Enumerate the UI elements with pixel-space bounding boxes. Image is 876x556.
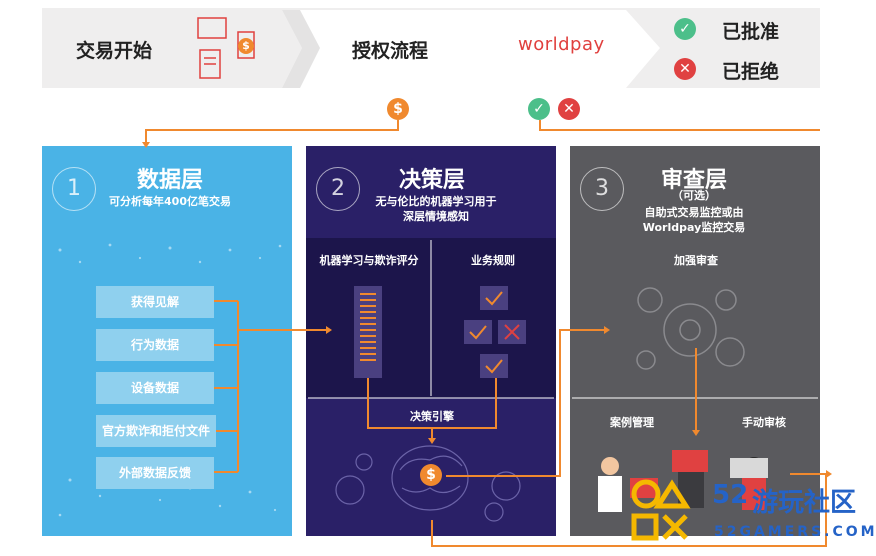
- transaction-start-label: 交易开始: [76, 40, 153, 62]
- dollar-icon: $: [387, 98, 409, 120]
- watermark-domain: 52GAMERS.COM: [714, 524, 876, 540]
- rule-check-icons: [469, 291, 503, 374]
- declined-connector-icon: ✕: [558, 98, 580, 120]
- review-layer-title: 审查层: [660, 168, 727, 193]
- data-item-behavior: 行为数据: [96, 329, 214, 361]
- decision-layer-subtitle-2: 深层情境感知: [403, 210, 469, 223]
- manual-review-label: 手动审核: [742, 416, 786, 429]
- worldpay-logo: worldpay: [518, 34, 605, 55]
- data-particles: [58, 243, 282, 517]
- enhanced-review-label: 加强审查: [674, 254, 718, 267]
- approved-check-icon: ✓: [674, 18, 696, 40]
- review-layer-subtitle-1: 自助式交易监控或由: [644, 206, 744, 219]
- review-layer-optional: （可选）: [672, 189, 716, 202]
- card-dollar-icon: $: [238, 38, 254, 54]
- score-meter-ticks: [360, 293, 376, 361]
- data-item-device: 设备数据: [96, 372, 214, 404]
- gear-icon: [636, 287, 745, 370]
- decision-layer-subtitle-1: 无与伦比的机器学习用于: [375, 195, 497, 208]
- watermark-name: 游玩社区: [752, 488, 857, 518]
- brain-icon: [335, 445, 521, 522]
- watermark-logo-icon: [631, 479, 691, 541]
- review-layer-subtitle-2: Worldpay监控交易: [642, 221, 746, 234]
- approved-connector-icon: ✓: [528, 98, 550, 120]
- flow-connector-lines: [145, 120, 827, 547]
- data-item-fraud-files: 官方欺诈和拒付文件: [96, 415, 216, 447]
- data-item-external-feed: 外部数据反馈: [96, 457, 214, 489]
- layer-number-3: 3: [580, 167, 624, 211]
- data-layer-subtitle: 可分析每年400亿笔交易: [109, 195, 231, 208]
- rule-cross-icon: [504, 324, 520, 340]
- ml-scoring-label: 机器学习与欺诈评分: [319, 254, 419, 267]
- authorization-label: 授权流程: [352, 40, 429, 62]
- data-layer-title: 数据层: [136, 168, 203, 193]
- declined-cross-icon: ✕: [674, 58, 696, 80]
- decision-engine-label: 决策引擎: [410, 410, 454, 423]
- watermark-number: 52: [712, 480, 749, 510]
- rule-boxes: [464, 286, 526, 378]
- approved-label: 已批准: [722, 21, 780, 43]
- chevron-shadow: [282, 10, 320, 88]
- engine-dollar-icon: $: [420, 464, 442, 486]
- data-item-insights: 获得见解: [96, 286, 214, 318]
- declined-label: 已拒绝: [722, 61, 780, 83]
- business-rules-label: 业务规则: [471, 254, 515, 267]
- decision-layer-title: 决策层: [398, 168, 465, 193]
- arrowheads: [142, 142, 832, 478]
- case-management-label: 案例管理: [610, 416, 654, 429]
- layer-number-1: 1: [52, 167, 96, 211]
- auth-chevron: [282, 10, 660, 88]
- score-meter: [354, 286, 382, 378]
- layer-number-2: 2: [316, 167, 360, 211]
